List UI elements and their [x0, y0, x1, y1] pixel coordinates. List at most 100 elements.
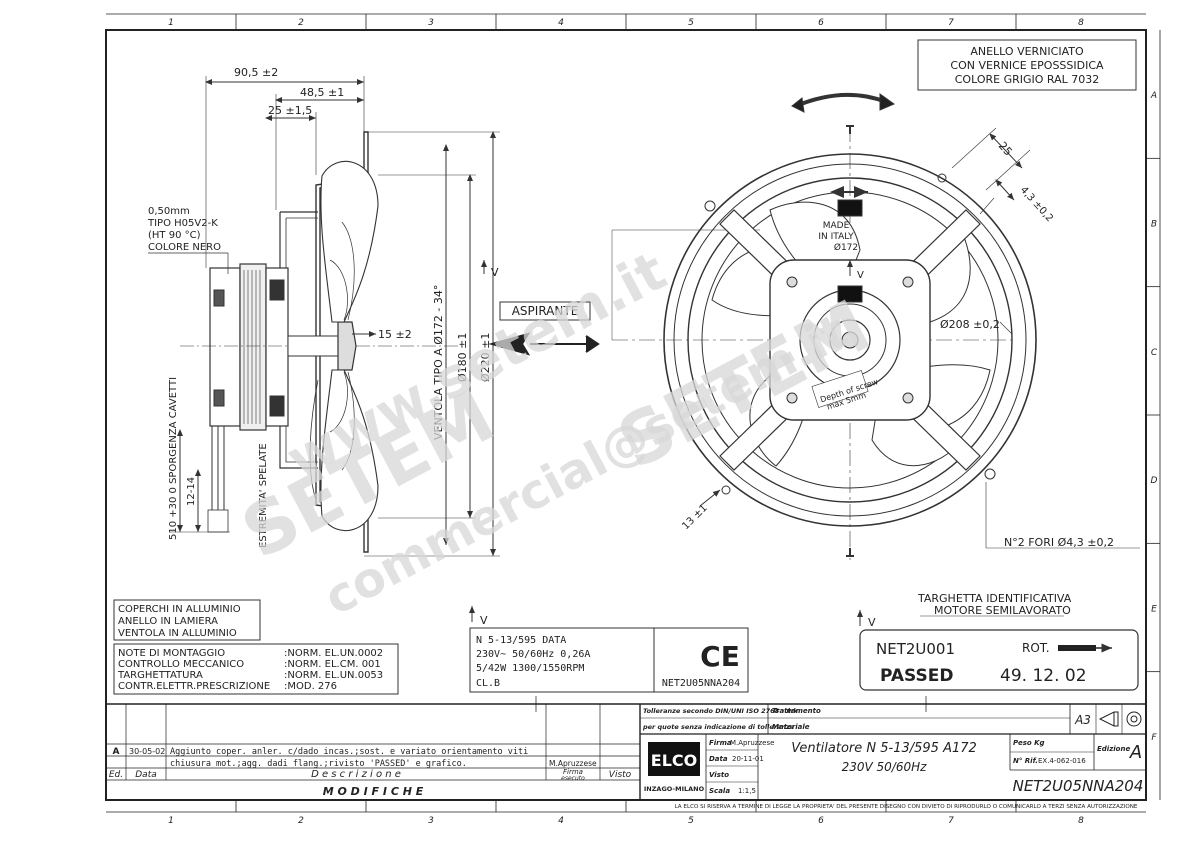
front-view: [611, 93, 1140, 560]
row-letter: F: [1151, 733, 1157, 743]
svg-text:Firma: Firma: [563, 768, 583, 776]
elco-logo-icon: [648, 742, 700, 776]
side-view: [170, 76, 500, 557]
aspirante-label: ASPIRANTE: [512, 304, 579, 318]
svg-text:Peso Kg: Peso Kg: [1013, 739, 1045, 747]
drawing-title: Ventilatore N 5-13/595 A172: [791, 741, 977, 756]
airflow-arrow-icon: [488, 332, 600, 356]
svg-text::NORM. EL.UN.0053: :NORM. EL.UN.0053: [284, 670, 383, 681]
svg-text:20-11-01: 20-11-01: [732, 755, 764, 763]
column-number: 8: [1078, 816, 1084, 826]
company-logo: ELCO: [651, 751, 697, 770]
title-block: [640, 704, 1146, 800]
svg-text:A: A: [113, 747, 120, 757]
column-number: 2: [298, 816, 304, 826]
row-letter: E: [1151, 605, 1157, 615]
svg-text::NORM. EL.CM. 001: :NORM. EL.CM. 001: [284, 659, 381, 670]
section-v-label: V: [491, 266, 499, 279]
svg-text:Trattamento: Trattamento: [772, 707, 821, 715]
svg-text:NET2U05NNA204: NET2U05NNA204: [662, 678, 740, 689]
materials-note: COPERCHI IN ALLUMINIO ANELLO IN LAMIERA …: [113, 599, 261, 641]
row-letter: C: [1151, 348, 1158, 358]
sheet-format: A3: [1074, 713, 1091, 727]
paint-note-line: CON VERNICE EPOSSSIDICA: [950, 59, 1104, 72]
stripped-ends: ESTREMITA' SPELATE: [258, 443, 269, 548]
revision-header: Ed. Data D e s c r i z i o n e Firma ese…: [109, 768, 632, 798]
svg-text:230V~ 50/60Hz 0,26A: 230V~ 50/60Hz 0,26A: [476, 649, 590, 660]
holes-note: N°2 FORI Ø4,3 ±0,2: [1004, 536, 1114, 549]
column-number: 5: [688, 816, 694, 826]
dim-25: 25 ±1,5: [268, 104, 312, 117]
mounting-hole: [704, 200, 716, 212]
svg-text:ROT.: ROT.: [1022, 641, 1050, 655]
svg-text:1:1,5: 1:1,5: [738, 787, 756, 795]
dim-90-5: 90,5 ±2: [234, 66, 278, 79]
drawing-code: NET2U05NNA204: [1013, 777, 1144, 795]
svg-text:M.Apruzzese: M.Apruzzese: [549, 759, 597, 768]
svg-text:PASSED: PASSED: [880, 666, 954, 686]
column-number: 6: [818, 816, 824, 826]
svg-text:D e s c r i z i o n e: D e s c r i z i o n e: [311, 769, 401, 780]
paint-note: ANELLO VERNICIATO CON VERNICE EPOSSSIDIC…: [917, 39, 1137, 91]
svg-text:V: V: [480, 614, 488, 627]
svg-text:Visto: Visto: [709, 771, 729, 779]
svg-text::NORM. EL.UN.0002: :NORM. EL.UN.0002: [284, 648, 383, 659]
svg-text:Scala: Scala: [709, 787, 730, 795]
svg-text:CONTROLLO MECCANICO: CONTROLLO MECCANICO: [118, 659, 244, 670]
revision-row: A 30-05-02 Aggiunto coper. anler. c/dado…: [113, 747, 597, 769]
row-letter: A: [1150, 91, 1157, 101]
svg-text:CONTR.ELETTR.PRESCRIZIONE: CONTR.ELETTR.PRESCRIZIONE: [118, 681, 270, 692]
blade: [320, 160, 379, 323]
svg-text:esecuto: esecuto: [561, 775, 585, 782]
column-number: 8: [1078, 18, 1084, 28]
svg-text:NOTE DI MONTAGGIO: NOTE DI MONTAGGIO: [118, 648, 225, 659]
column-number: 7: [948, 18, 954, 28]
svg-text:COLORE NERO: COLORE NERO: [148, 242, 221, 253]
svg-text:V: V: [868, 616, 876, 629]
svg-text:COPERCHI IN ALLUMINIO: COPERCHI IN ALLUMINIO: [118, 604, 241, 615]
column-number: 3: [428, 18, 434, 28]
standards-note: NOTE DI MONTAGGIO CONTROLLO MECCANICO TA…: [113, 643, 399, 695]
elco-logo-icon: [837, 285, 863, 303]
svg-text:Firma: Firma: [709, 739, 732, 747]
rotation-arrow-icon: [795, 93, 887, 108]
svg-text:N 5-13/595 DATA: N 5-13/595 DATA: [476, 635, 566, 646]
row-letter: B: [1151, 220, 1157, 230]
column-number: 4: [558, 18, 564, 28]
rating-label: V N 5-13/595 DATA 230V~ 50/60Hz 0,26A 5/…: [469, 606, 749, 712]
svg-text:MOTORE SEMILAVORATO: MOTORE SEMILAVORATO: [934, 604, 1071, 617]
airflow-indicator: ASPIRANTE: [488, 301, 600, 356]
dim-4-3: 4,3 ±0,2: [1018, 185, 1055, 225]
column-number: 1: [168, 18, 174, 28]
dim-25-front: 25: [996, 139, 1015, 158]
dim-180: Ø180 ±1: [456, 333, 469, 382]
copyright-footer: LA ELCO SI RISERVA A TERMINE DI LEGGE LA…: [675, 804, 1138, 810]
revision-title: M O D I F I C H E: [323, 785, 424, 798]
dim-12-14: 12-14: [186, 477, 197, 506]
svg-text::MOD. 276: :MOD. 276: [284, 681, 337, 692]
svg-text:N° Rif.: N° Rif.: [1013, 757, 1038, 765]
svg-text:Aggiunto coper. anler. c/dado: Aggiunto coper. anler. c/dado incas.;sos…: [170, 747, 528, 757]
column-number: 1: [168, 816, 174, 826]
column-number: 6: [818, 18, 824, 28]
mounting-hole: [984, 468, 996, 480]
svg-text:TARGHETTATURA: TARGHETTATURA: [117, 670, 203, 681]
svg-text:Visto: Visto: [609, 770, 632, 780]
dim-220: Ø220 ±1: [479, 333, 492, 382]
revision-table: [106, 703, 1146, 800]
projection-cone-icon: [1098, 711, 1119, 727]
dim-15: 15 ±2: [378, 328, 412, 341]
dim-208: Ø208 ±0,2: [940, 318, 1000, 331]
svg-text:Ø172: Ø172: [834, 242, 858, 253]
dim-cable-length: 510 +30 0 SPORGENZA CAVETTI: [168, 377, 179, 540]
svg-text:30-05-02: 30-05-02: [129, 747, 165, 756]
svg-text:Data: Data: [135, 770, 157, 780]
svg-text:TARGHETTA IDENTIFICATIVA: TARGHETTA IDENTIFICATIVA: [917, 592, 1072, 605]
svg-text:CL.B: CL.B: [476, 678, 500, 689]
svg-text:TIPO H05V2-K: TIPO H05V2-K: [147, 218, 218, 229]
elco-logo-icon: [837, 199, 863, 217]
svg-text:(HT 90 °C): (HT 90 °C): [148, 230, 201, 241]
